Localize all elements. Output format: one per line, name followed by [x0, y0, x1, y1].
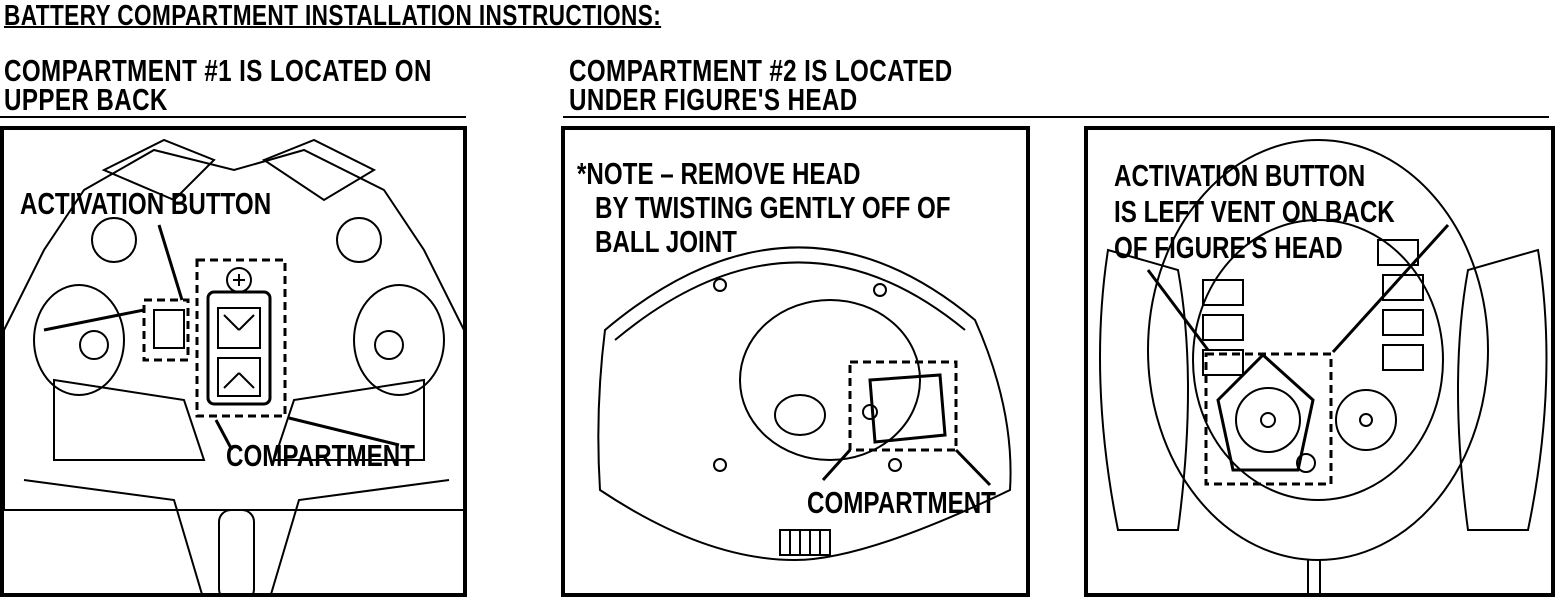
compartment-label: COMPARTMENT	[226, 438, 415, 473]
heading-rule	[563, 116, 1549, 118]
heading-line: COMPARTMENT #2 IS LOCATED	[569, 53, 953, 88]
page-title: BATTERY COMPARTMENT INSTALLATION INSTRUC…	[4, 0, 662, 32]
panel-upper-back: ACTIVATION BUTTON COMPARTMENT	[0, 126, 467, 597]
heading-rule	[0, 116, 466, 118]
section-2-heading: COMPARTMENT #2 IS LOCATED UNDER FIGURE'S…	[569, 53, 953, 117]
dashed-callout-lines	[1146, 223, 1450, 486]
activation-button-label: ACTIVATION BUTTON	[20, 186, 272, 221]
compartment-label: COMPARTMENT	[807, 485, 996, 520]
note-line-1: *NOTE – REMOVE HEAD	[577, 156, 861, 191]
note-line-3: BALL JOINT	[595, 224, 737, 259]
panel-under-head: *NOTE – REMOVE HEAD BY TWISTING GENTLY O…	[561, 126, 1030, 597]
dashed-callout-lines	[821, 360, 992, 487]
instruction-line-3: OF FIGURE'S HEAD	[1114, 230, 1343, 265]
under-head-illustration	[597, 246, 1012, 562]
panel-head-back: ACTIVATION BUTTON IS LEFT VENT ON BACK O…	[1084, 126, 1555, 597]
head-back-illustration	[1099, 139, 1548, 593]
upper-back-illustration	[4, 138, 463, 593]
heading-line: UPPER BACK	[4, 82, 168, 117]
instruction-line-2: IS LEFT VENT ON BACK	[1114, 194, 1395, 229]
heading-line: COMPARTMENT #1 IS LOCATED ON	[4, 53, 432, 88]
section-1-heading: COMPARTMENT #1 IS LOCATED ON UPPER BACK	[4, 53, 432, 117]
dashed-callout-lines	[43, 224, 400, 451]
heading-line: UNDER FIGURE'S HEAD	[569, 82, 858, 117]
note-line-2: BY TWISTING GENTLY OFF OF	[595, 190, 951, 225]
instruction-line-1: ACTIVATION BUTTON	[1114, 158, 1366, 193]
